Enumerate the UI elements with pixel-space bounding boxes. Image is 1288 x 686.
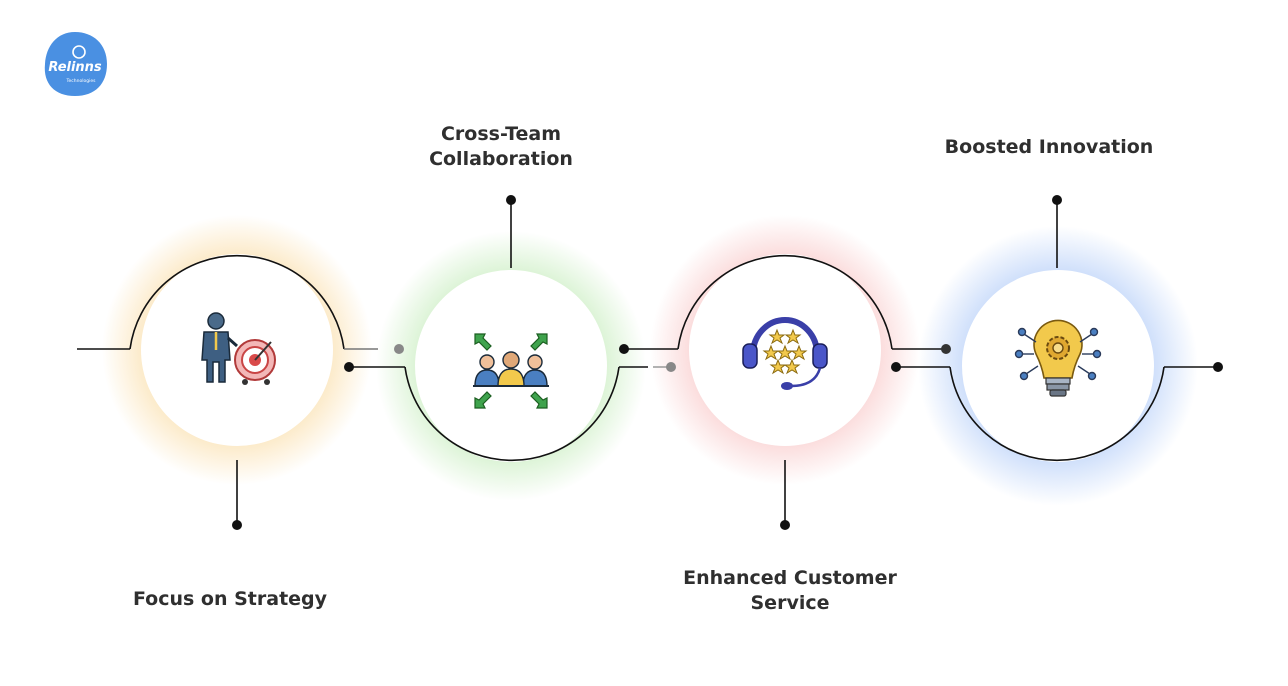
step-label-focus-on-strategy: Focus on Strategy xyxy=(90,587,370,612)
team-collaboration-icon xyxy=(473,333,549,409)
step-1-title: Focus on Strategy xyxy=(132,588,328,610)
step-3-title-line1: Enhanced Customer xyxy=(683,567,897,589)
logo-blob-icon: Relinns Technologies xyxy=(44,32,107,96)
connector-dots xyxy=(232,195,1223,530)
brand-logo: Relinns Technologies xyxy=(41,30,109,98)
step-label-enhanced-customer-service: Enhanced Customer Service xyxy=(650,566,930,616)
lightbulb-gear-icon xyxy=(1014,319,1102,397)
brand-tagline: Technologies xyxy=(66,78,97,84)
headset-stars-icon xyxy=(742,317,828,390)
connector-lines xyxy=(77,200,1218,525)
step-label-cross-team-collaboration: Cross-Team Collaboration xyxy=(361,122,641,172)
brand-name: Relinns xyxy=(48,60,102,75)
step-label-boosted-innovation: Boosted Innovation xyxy=(909,135,1189,160)
strategy-target-icon xyxy=(201,312,276,385)
step-2-title-line2: Collaboration xyxy=(429,148,573,170)
step-2-title-line1: Cross-Team xyxy=(440,123,562,145)
step-3-title-line2: Service xyxy=(750,592,830,614)
step-4-title: Boosted Innovation xyxy=(944,136,1154,158)
